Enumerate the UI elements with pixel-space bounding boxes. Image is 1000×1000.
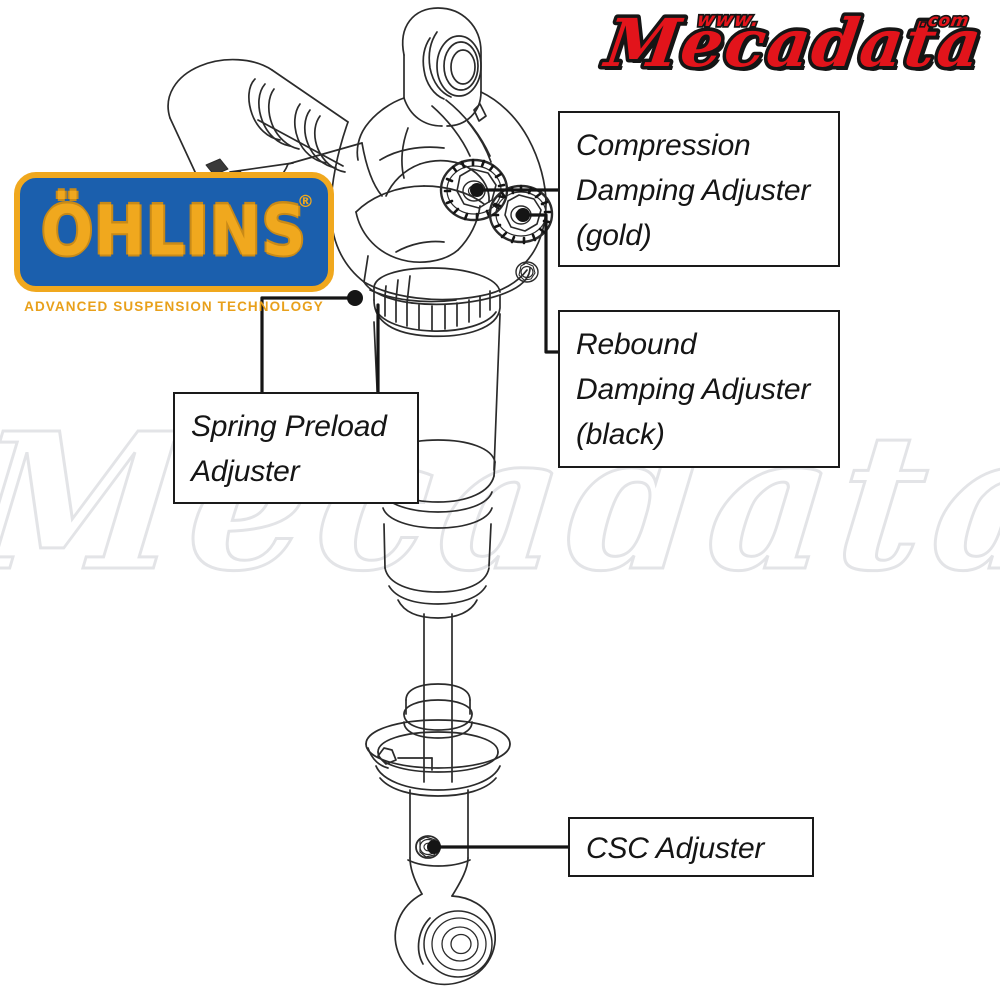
leader-lines xyxy=(260,188,570,849)
ohlins-wordmark: ÖHLINS xyxy=(40,191,307,271)
callout-csc-adjuster: CSC Adjuster xyxy=(568,817,814,877)
callout-line: CSC Adjuster xyxy=(586,831,765,865)
callout-line: Damping Adjuster xyxy=(576,373,811,406)
leader-dots xyxy=(347,183,530,854)
ohlins-logo: ÖHLINS ® ADVANCED SUSPENSION TECHNOLOGY xyxy=(14,172,334,324)
callout-line: (gold) xyxy=(576,219,652,252)
callout-line: (black) xyxy=(576,418,665,451)
leader-dot-rebound xyxy=(516,208,530,222)
mecadata-logo: Mecadata www. .com xyxy=(572,4,992,86)
callout-line: Compression xyxy=(576,129,751,162)
callout-line: Spring Preload xyxy=(191,410,387,443)
callout-line: Damping Adjuster xyxy=(576,174,811,207)
callout-line: Adjuster xyxy=(191,455,300,488)
callout-compression-damping-adjuster: Compression Damping Adjuster (gold) xyxy=(558,111,840,267)
registered-trademark-icon: ® xyxy=(297,192,314,212)
adjuster-body xyxy=(330,91,547,301)
bump-stop-seal-head xyxy=(365,683,511,797)
leader-dot-csc xyxy=(427,840,441,854)
callout-spring-preload-adjuster: Spring Preload Adjuster xyxy=(173,392,419,504)
lower-eyelet-spherical-bearing xyxy=(394,893,497,986)
leader-rebound xyxy=(522,213,560,354)
piggyback-reservoir xyxy=(167,58,363,195)
mecadata-www-text: www. xyxy=(695,8,762,31)
shock-head-flange xyxy=(363,261,539,306)
damper-shaft xyxy=(423,613,453,783)
hydraulic-preload-collar xyxy=(373,267,501,338)
callout-rebound-damping-adjuster: Rebound Damping Adjuster (black) xyxy=(558,310,840,468)
leader-dot-collar xyxy=(347,290,363,306)
ohlins-plate: ÖHLINS ® xyxy=(14,172,334,292)
callout-line: Rebound xyxy=(576,328,697,361)
mecadata-com-text: .com xyxy=(919,11,970,31)
top-eyelet-mount xyxy=(401,7,482,127)
leader-dot-compression xyxy=(470,183,484,197)
ohlins-tagline: ADVANCED SUSPENSION TECHNOLOGY xyxy=(24,299,324,314)
